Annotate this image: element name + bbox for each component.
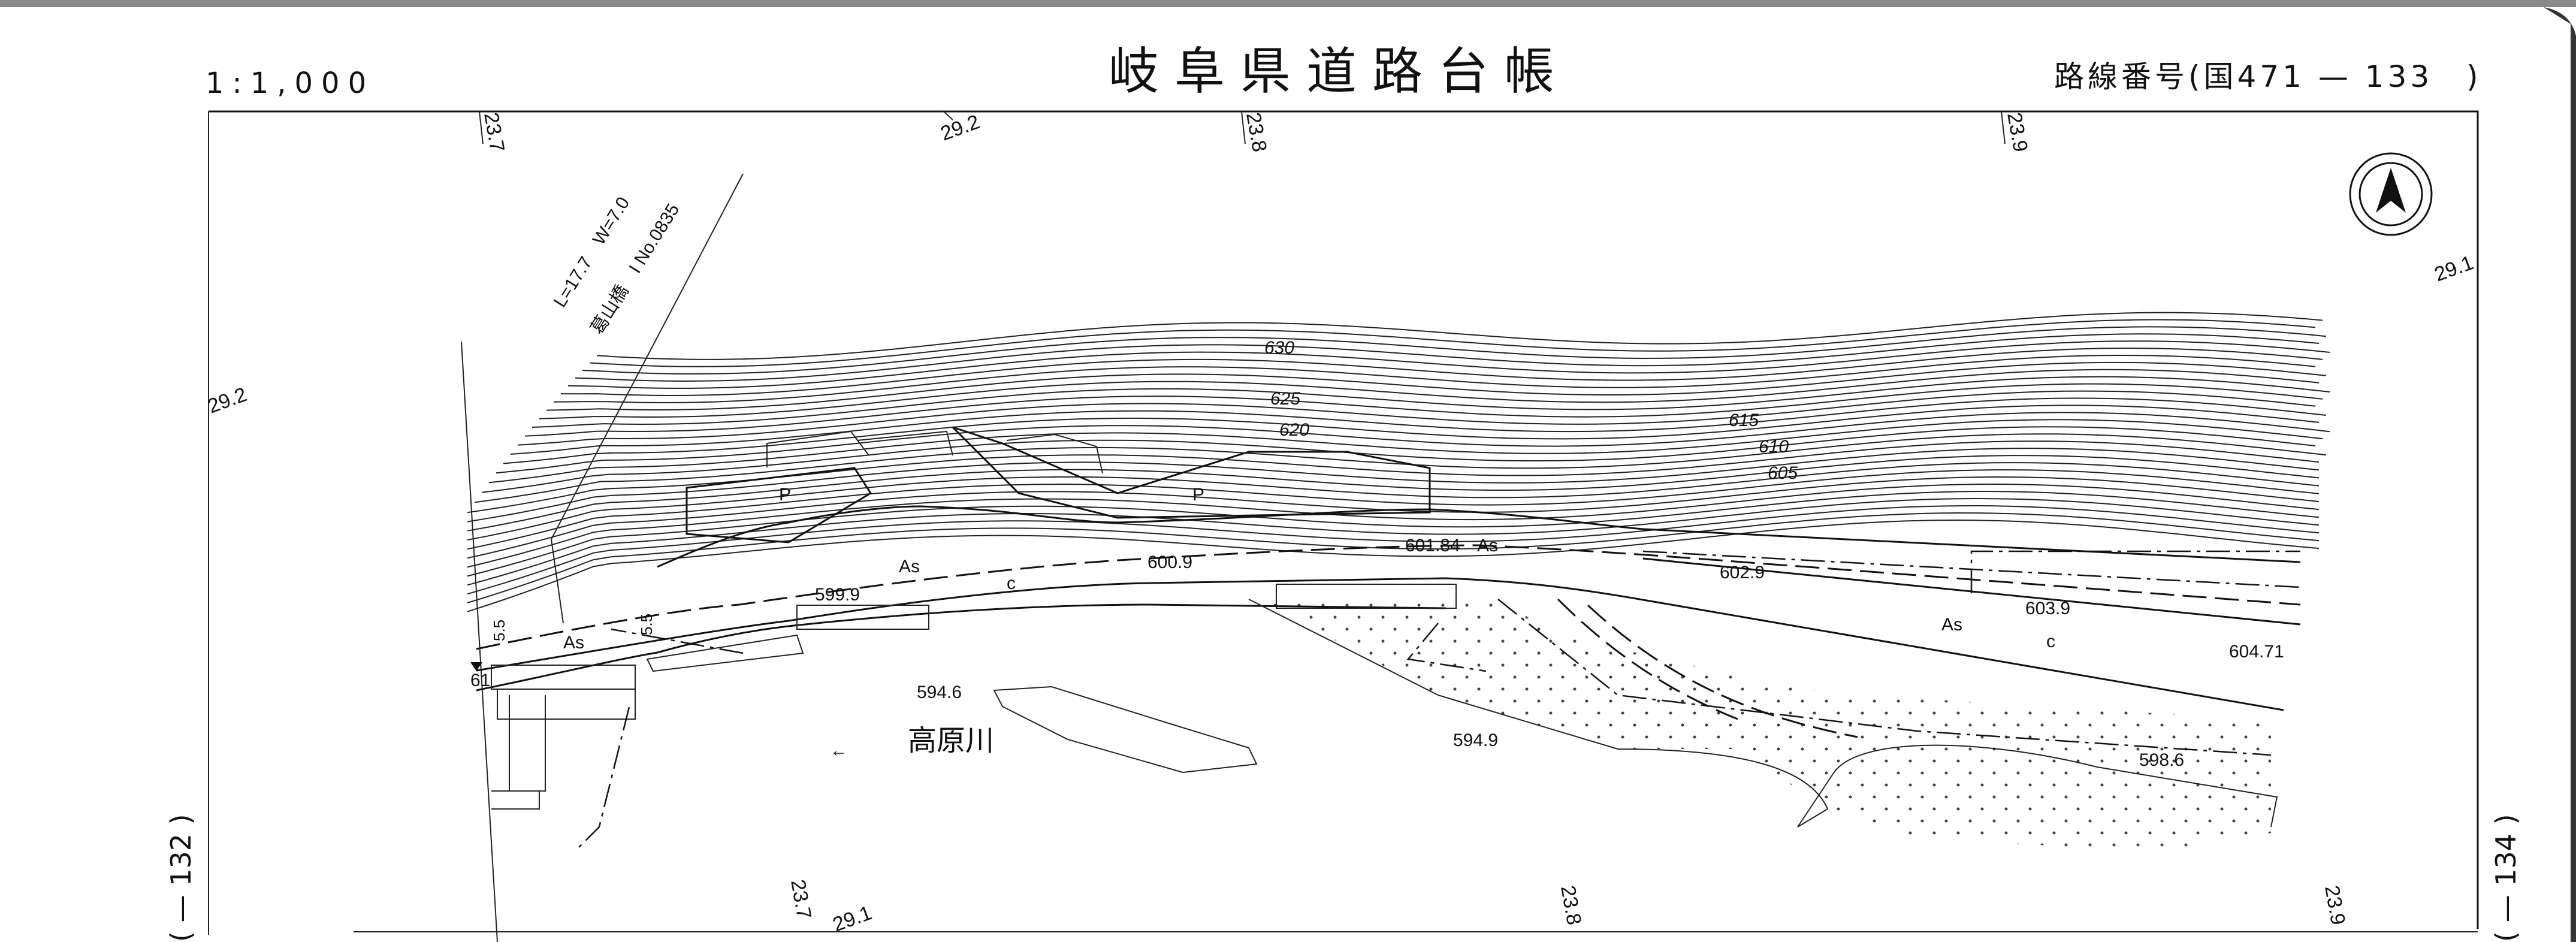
curb-label: c — [2046, 632, 2055, 651]
contour-line — [467, 448, 2320, 523]
contour-line — [560, 348, 2323, 397]
river-name: 高原川 — [908, 724, 994, 757]
patch-label: P — [1192, 485, 1204, 505]
contour-lines — [467, 312, 2330, 612]
grid-label-bottom: 29.1 — [830, 901, 875, 936]
adjacent-sheet-right: ( — 134 ) — [2490, 814, 2522, 942]
contour-label: 620 — [1279, 420, 1309, 440]
grid-label-bottom: 23.8 — [1556, 884, 1586, 927]
contour-line — [474, 433, 2327, 503]
surface-label: As — [899, 557, 920, 576]
surface-label: As — [563, 633, 584, 653]
contour-line — [531, 376, 2330, 428]
scan-edge-right — [2544, 7, 2576, 942]
elevation-label: 604.71 — [2229, 642, 2284, 662]
surface-label: As — [1477, 536, 1498, 555]
contour-line — [589, 319, 2316, 367]
grid-label-left: 29.2 — [205, 383, 250, 418]
slope-protection — [685, 426, 1431, 544]
grid-label-top: 23.8 — [1242, 111, 1271, 154]
patch-label: P — [779, 485, 791, 505]
contour-line — [467, 483, 2320, 568]
grid-label-top: 29.2 — [938, 110, 983, 145]
contour-line — [539, 369, 2320, 419]
contour-line — [488, 419, 2323, 484]
contour-label: 630 — [1264, 338, 1294, 358]
map-frame — [209, 110, 2479, 929]
adjacent-sheet-left: ( — 132 ) — [165, 814, 197, 942]
benchmark-icon — [470, 662, 482, 671]
grid-label-bottom: 23.7 — [786, 878, 816, 921]
contour-line — [467, 497, 2320, 586]
elevation-label: 601.84 — [1405, 536, 1460, 555]
contour-line — [467, 440, 2320, 514]
contour-line — [467, 462, 2320, 541]
contour-line — [467, 490, 2320, 577]
contour-line — [467, 455, 2320, 532]
grid-ticks — [479, 111, 2006, 144]
contour-line — [517, 390, 2316, 446]
contour-line — [582, 326, 2327, 375]
elevation-label: 600.9 — [1147, 552, 1192, 572]
width-label: 5.5 — [490, 620, 508, 641]
contour-line — [467, 512, 2320, 603]
contour-line — [596, 312, 2323, 360]
route-number: 路線番号(国471 — 133 ) — [2054, 59, 2482, 94]
contour-label: 615 — [1729, 410, 1759, 430]
contour-line — [575, 333, 2320, 382]
contour-line — [524, 383, 2323, 437]
contour-label: 625 — [1270, 389, 1300, 409]
contour-line — [496, 412, 2330, 474]
contour-line — [467, 519, 2320, 612]
elevation-label: 598.6 — [2139, 750, 2184, 770]
benchmark-label: 61 — [470, 671, 490, 690]
grid-label-right: 29.1 — [2432, 251, 2477, 286]
grid-label-top: 23.9 — [2003, 111, 2032, 154]
contour-line — [546, 361, 2327, 411]
contour-line — [510, 397, 2327, 455]
contour-line — [503, 404, 2320, 464]
surface-label: As — [1941, 615, 1962, 635]
river-flow-arrow: ← — [830, 741, 848, 760]
north-arrow-icon — [2349, 152, 2433, 236]
scan-edge-top — [0, 0, 2576, 7]
elevation-label: 603.9 — [2025, 599, 2070, 618]
road — [461, 173, 2301, 942]
curb-label: c — [1007, 573, 1016, 593]
width-label: 5.5 — [638, 614, 656, 635]
contour-line — [567, 340, 2330, 390]
contour-line — [553, 354, 2316, 404]
contour-line — [481, 426, 2316, 493]
page-title: 岐阜県道路台帳 — [1109, 42, 1570, 101]
grid-label-top: 23.7 — [479, 111, 509, 154]
contour-line — [467, 469, 2320, 550]
contour-line — [467, 505, 2320, 595]
elevation-label: 602.9 — [1720, 563, 1765, 582]
grid-label-bottom: 23.9 — [2320, 884, 2349, 927]
contour-label: 605 — [1768, 463, 1798, 483]
elevation-label: 594.6 — [917, 683, 962, 702]
contour-label: 610 — [1759, 437, 1789, 457]
scale-label: 1:1,000 — [206, 67, 375, 100]
river-area — [575, 598, 2278, 852]
elevation-label: 594.9 — [1453, 730, 1498, 750]
elevation-label: 599.9 — [815, 585, 860, 605]
